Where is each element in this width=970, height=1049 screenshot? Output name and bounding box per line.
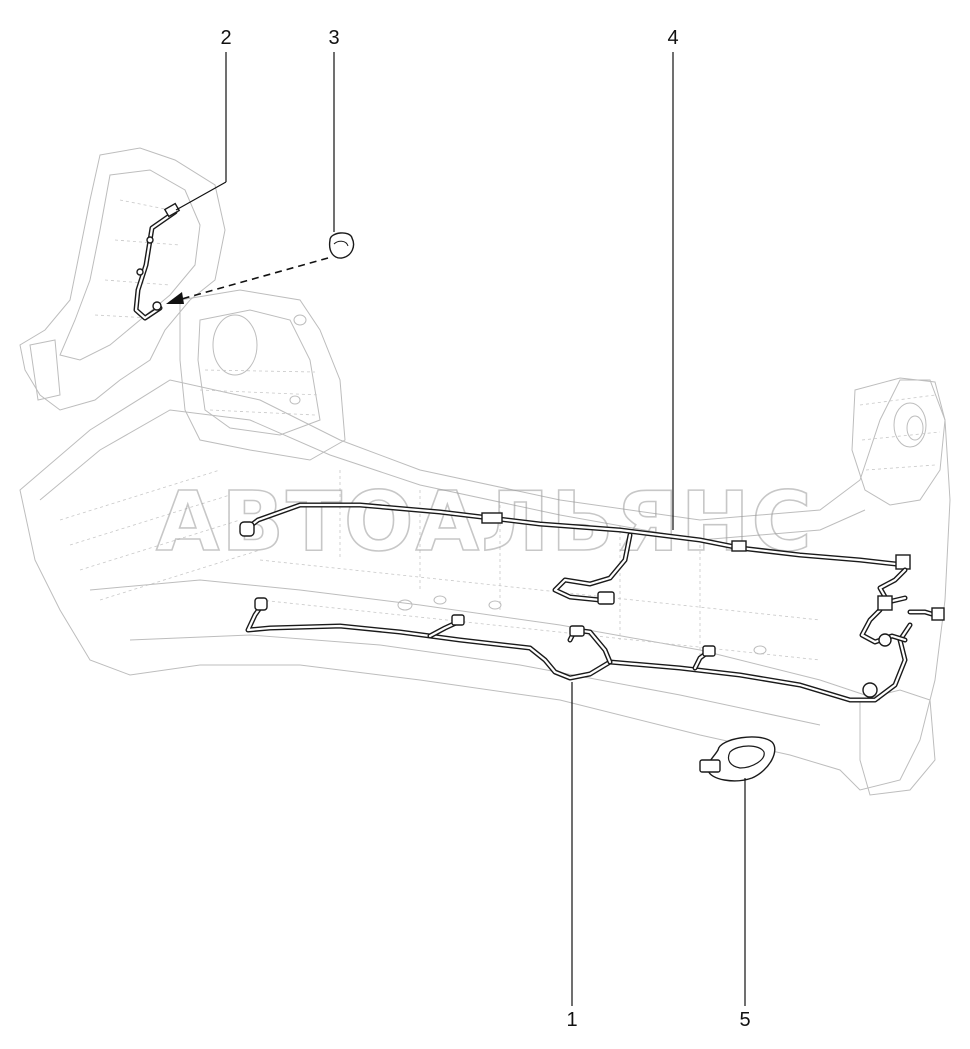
part-1-lower-harness xyxy=(245,595,945,703)
part-5-holder xyxy=(699,736,776,782)
callout-3: 3 xyxy=(328,27,339,49)
callout-5: 5 xyxy=(739,1009,750,1031)
part-4-upper-harness xyxy=(239,502,911,605)
callout-4: 4 xyxy=(667,27,678,49)
callout-1: 1 xyxy=(566,1009,577,1031)
vehicle-body-outline xyxy=(19,147,951,796)
part-2-pillar-harness xyxy=(133,202,181,321)
part-3-plug xyxy=(166,232,355,304)
leader-lines xyxy=(175,52,746,1006)
callout-2: 2 xyxy=(220,27,231,49)
